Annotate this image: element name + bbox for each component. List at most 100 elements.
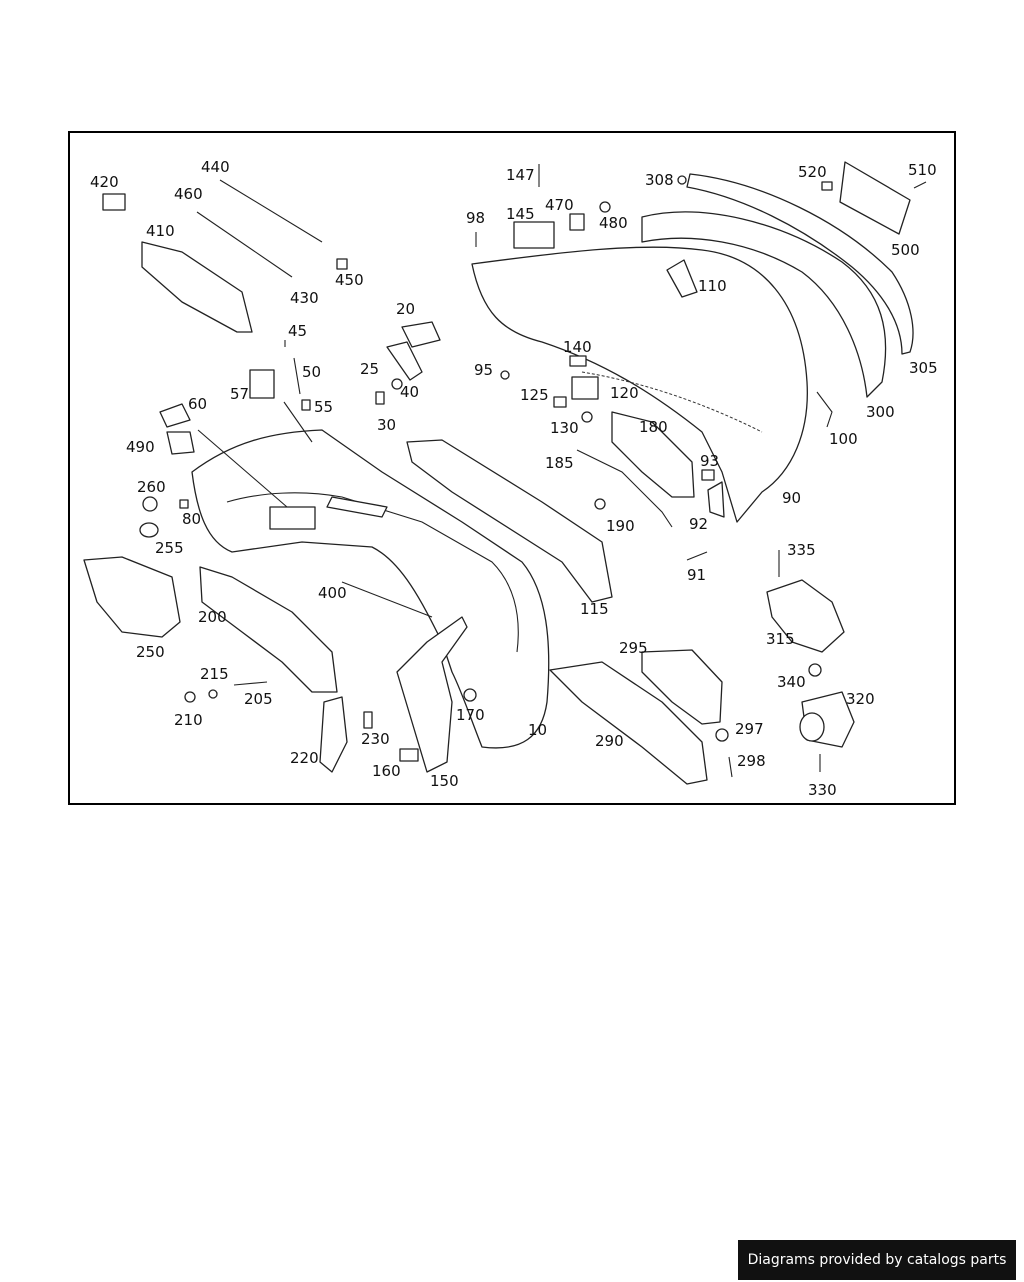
part-93 [701, 469, 715, 481]
part-number-label: 98 [466, 209, 485, 227]
side-flap-220 [319, 696, 348, 773]
part-number-label: 210 [174, 711, 203, 729]
bumper-cover-inner [226, 492, 519, 653]
part-number-label: 160 [372, 762, 401, 780]
part-number-label: 230 [361, 730, 390, 748]
bracket-460 [196, 211, 293, 278]
part-number-label: 145 [506, 205, 535, 223]
part-110 [666, 259, 698, 298]
part-number-label: 200 [198, 608, 227, 626]
part-number-label: 460 [174, 185, 203, 203]
part-number-label: 125 [520, 386, 549, 404]
part-number-label: 255 [155, 539, 184, 557]
part-number-label: 510 [908, 161, 937, 179]
part-number-label: 90 [782, 489, 801, 507]
part-number-label: 115 [580, 600, 609, 618]
part-number-label: 400 [318, 584, 347, 602]
part-number-label: 300 [866, 403, 895, 421]
part-20 [401, 321, 441, 348]
credit-badge: Diagrams provided by catalogs parts [738, 1240, 1016, 1280]
part-number-label: 185 [545, 454, 574, 472]
part-55 [301, 399, 311, 411]
part-260 [142, 496, 158, 512]
part-120 [571, 376, 599, 400]
part-95 [500, 370, 510, 380]
part-297 [715, 728, 729, 742]
diffuser-295 [641, 649, 723, 725]
strip-185 [576, 449, 673, 528]
part-160 [399, 748, 419, 762]
bracket-315 [766, 579, 845, 653]
part-255 [139, 522, 159, 538]
part-number-label: 340 [777, 673, 806, 691]
part-number-label: 120 [610, 384, 639, 402]
part-number-label: 520 [798, 163, 827, 181]
bracket-410 [141, 241, 253, 333]
part-number-label: 470 [545, 196, 574, 214]
part-number-label: 25 [360, 360, 379, 378]
part-145 [513, 221, 555, 249]
leader-arrow-1 [197, 429, 288, 508]
part-298 [728, 756, 733, 778]
part-130 [581, 411, 593, 423]
part-92 [707, 481, 725, 518]
bumper-sensor-pad [269, 506, 316, 530]
part-170 [463, 688, 477, 702]
part-215 [208, 689, 218, 699]
leader-arrow-2 [283, 401, 313, 443]
part-91 [686, 551, 708, 561]
part-number-label: 130 [550, 419, 579, 437]
part-number-label: 205 [244, 690, 273, 708]
part-100 [816, 391, 833, 428]
part-number-label: 20 [396, 300, 415, 318]
part-30 [375, 391, 385, 405]
part-number-label: 30 [377, 416, 396, 434]
part-number-label: 92 [689, 515, 708, 533]
bracket-250 [83, 556, 181, 638]
reinforcement-beam [406, 439, 613, 603]
part-520 [821, 181, 833, 191]
part-510 [913, 181, 927, 189]
part-number-label: 308 [645, 171, 674, 189]
part-number-label: 80 [182, 510, 201, 528]
part-number-label: 430 [290, 289, 319, 307]
trim-strip-300 [641, 211, 887, 398]
part-number-label: 93 [700, 452, 719, 470]
part-470 [569, 213, 585, 231]
part-number-label: 320 [846, 690, 875, 708]
part-50 [293, 357, 301, 395]
part-number-label: 215 [200, 665, 229, 683]
part-number-label: 55 [314, 398, 333, 416]
part-number-label: 147 [506, 166, 535, 184]
license-plate-holder [839, 161, 911, 235]
part-number-label: 490 [126, 438, 155, 456]
diffuser-290 [549, 661, 708, 785]
part-number-label: 10 [528, 721, 547, 739]
part-number-label: 45 [288, 322, 307, 340]
part-480 [599, 201, 611, 213]
part-number-label: 180 [639, 418, 668, 436]
part-340 [808, 663, 822, 677]
part-number-label: 450 [335, 271, 364, 289]
part-number-label: 57 [230, 385, 249, 403]
part-80 [179, 499, 189, 509]
part-number-label: 100 [829, 430, 858, 448]
part-450 [336, 258, 348, 270]
part-125 [553, 396, 567, 408]
part-number-label: 95 [474, 361, 493, 379]
part-number-label: 410 [146, 222, 175, 240]
part-205 [233, 681, 268, 686]
part-number-label: 315 [766, 630, 795, 648]
part-number-label: 297 [735, 720, 764, 738]
chrome-strip-305 [686, 173, 914, 355]
part-number-label: 170 [456, 706, 485, 724]
part-number-label: 420 [90, 173, 119, 191]
bracket-440 [219, 179, 323, 243]
side-bracket-150 [396, 616, 468, 773]
part-230 [363, 711, 373, 729]
part-190 [594, 498, 606, 510]
part-number-label: 50 [302, 363, 321, 381]
